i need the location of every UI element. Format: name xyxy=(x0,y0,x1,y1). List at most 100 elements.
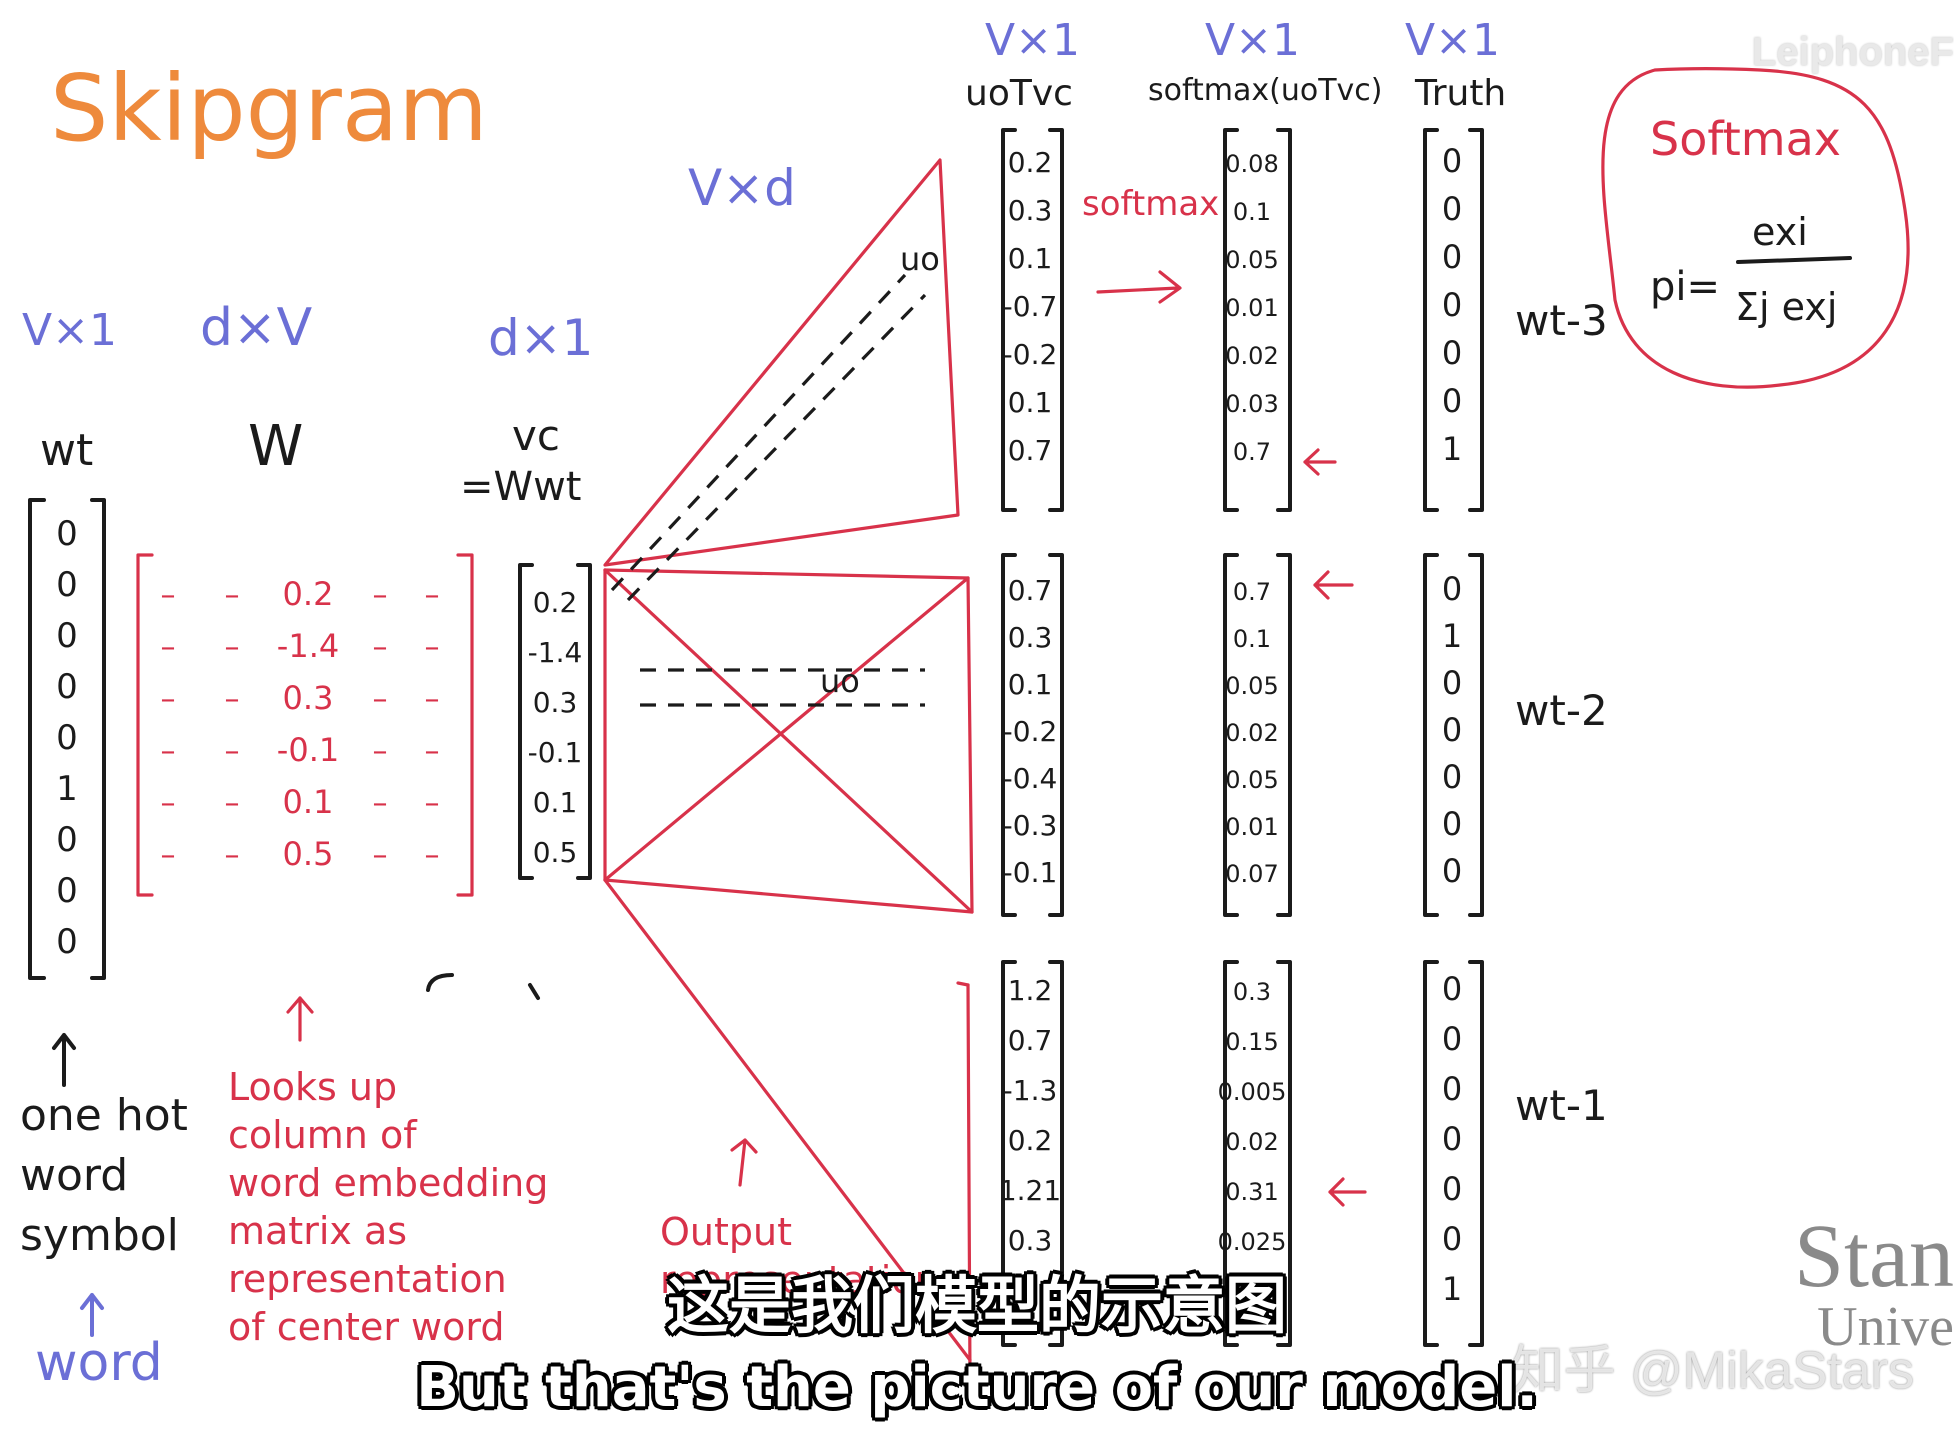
vector-bracket-right xyxy=(1276,960,1292,1347)
W-dash: – xyxy=(425,786,440,821)
word-annotation: word xyxy=(35,1333,163,1393)
softmax-cell: 0.7 xyxy=(1233,578,1271,606)
truth-cell: 0 xyxy=(1442,238,1462,276)
W-cell: 0.5 xyxy=(283,835,334,873)
context-matrix-bottom-side xyxy=(966,983,972,1382)
W-dash: – xyxy=(161,630,176,665)
truth-cell: 0 xyxy=(1442,758,1462,796)
truth-cell: 0 xyxy=(1442,1070,1462,1108)
W-dash: – xyxy=(425,682,440,717)
onehot-cell: 0 xyxy=(56,565,78,605)
onehot-cell: 0 xyxy=(56,922,78,962)
logit-cell: 0.2 xyxy=(1008,146,1053,179)
onehot-annotation-line: symbol xyxy=(20,1210,179,1261)
logit-cell: 0.7 xyxy=(1008,1024,1053,1057)
softmax-cell: 0.02 xyxy=(1225,719,1278,747)
lookup-annotation-line: representation xyxy=(228,1257,507,1301)
vector-bracket-left xyxy=(1423,553,1439,917)
label-vxd: V×d xyxy=(688,159,796,217)
pointer-arrow-3 xyxy=(1328,1177,1367,1207)
truth-cell: 0 xyxy=(1442,190,1462,228)
watermark-stanford: Stan xyxy=(1793,1207,1954,1306)
label-vx1-left: V×1 xyxy=(22,305,117,356)
truth-cell: 0 xyxy=(1442,382,1462,420)
logit-cell: 0.2 xyxy=(1008,1124,1053,1157)
truth-cell: 0 xyxy=(1442,286,1462,324)
W-dash: – xyxy=(425,838,440,873)
vector-bracket-right xyxy=(1048,960,1064,1347)
W-dash: – xyxy=(373,734,388,769)
word-annotation-arrow xyxy=(80,1293,104,1337)
context-matrix-cross-1 xyxy=(603,568,974,914)
vc-cell: 0.1 xyxy=(533,786,578,819)
W-cell: -0.1 xyxy=(277,731,339,769)
lookup-annotation-arrow xyxy=(286,996,314,1042)
uo-dash-2 xyxy=(626,293,927,602)
logit-cell: 0.7 xyxy=(1008,574,1053,607)
logit-cell: 0.1 xyxy=(1008,242,1053,275)
W-dash: – xyxy=(225,786,240,821)
vc-bracket-right xyxy=(576,563,592,880)
W-dash: – xyxy=(373,786,388,821)
W-dash: – xyxy=(373,682,388,717)
logit-cell: 0.3 xyxy=(1008,194,1053,227)
label-dxv: d×V xyxy=(200,298,313,358)
truth-cell: 0 xyxy=(1442,970,1462,1008)
logit-cell: -0.3 xyxy=(1003,809,1058,842)
softmax-box-title: Softmax xyxy=(1650,112,1841,166)
uo-dash-1 xyxy=(610,273,907,592)
logit-cell: 1.2 xyxy=(1008,974,1053,1007)
softmax-cell: 0.005 xyxy=(1218,1078,1287,1106)
label-vc: vc xyxy=(512,411,560,460)
label-uo-top: uo xyxy=(900,240,940,278)
truth-cell: 0 xyxy=(1442,664,1462,702)
logit-cell: -0.2 xyxy=(1003,715,1058,748)
softmax-cell: 0.01 xyxy=(1225,294,1278,322)
vector-bracket-right xyxy=(1048,553,1064,917)
lookup-annotation-line: column of xyxy=(228,1113,418,1157)
W-cell: 0.3 xyxy=(283,679,334,717)
onehot-cell: 0 xyxy=(56,871,78,911)
vector-bracket-right xyxy=(1468,128,1484,512)
vc-bracket-left xyxy=(518,563,534,880)
subtitle-chinese: 这是我们模型的示意图 xyxy=(666,1269,1287,1342)
label-wt: wt xyxy=(40,425,93,476)
vector-bracket-left xyxy=(1001,128,1017,512)
row-label-wt-1: wt-1 xyxy=(1515,1081,1608,1130)
context-matrix-cross-2 xyxy=(603,576,970,882)
softmax-cell: 0.7 xyxy=(1233,438,1271,466)
W-matrix: ––0.2––––-1.4––––0.3––––-0.1––––0.1––––0… xyxy=(161,575,440,873)
vector-bracket-right xyxy=(1468,960,1484,1347)
watermark-zhihu: 知乎 @MikaStars xyxy=(1511,1342,1914,1400)
softmax-arrow xyxy=(1096,270,1182,304)
onehot-annotation-arrow xyxy=(52,1033,76,1087)
W-bracket-left xyxy=(136,553,154,897)
softmax-cell: 0.05 xyxy=(1225,672,1278,700)
W-dash: – xyxy=(161,838,176,873)
softmax-cell: 0.01 xyxy=(1225,813,1278,841)
vector-bracket-left xyxy=(1001,960,1017,1347)
W-dash: – xyxy=(161,682,176,717)
col2-dim: V×1 xyxy=(1205,15,1300,66)
col2-formula: softmax(uoTvc) xyxy=(1148,73,1383,108)
W-dash: – xyxy=(161,786,176,821)
W-dash: – xyxy=(225,734,240,769)
lookup-annotation-line: word embedding xyxy=(228,1161,548,1205)
vector-bracket-left xyxy=(1223,128,1239,512)
truth-cell: 1 xyxy=(1442,1270,1462,1308)
truth-cell: 0 xyxy=(1442,711,1462,749)
label-uo-mid: uo xyxy=(820,662,860,700)
onehot-cell: 1 xyxy=(56,769,78,809)
watermark-leiphone: LeiphoneF xyxy=(1751,30,1954,74)
softmax-box-outline xyxy=(1601,66,1910,389)
logit-cell: -0.1 xyxy=(1003,856,1058,889)
onehot-bracket-right xyxy=(90,498,106,980)
vc-cell: -0.1 xyxy=(528,736,583,769)
truth-cell: 0 xyxy=(1442,852,1462,890)
stray-mark-2 xyxy=(528,983,540,1000)
col3-dim: V×1 xyxy=(1405,15,1500,66)
output-annotation-arrow xyxy=(730,1138,758,1187)
truth-cell: 0 xyxy=(1442,334,1462,372)
